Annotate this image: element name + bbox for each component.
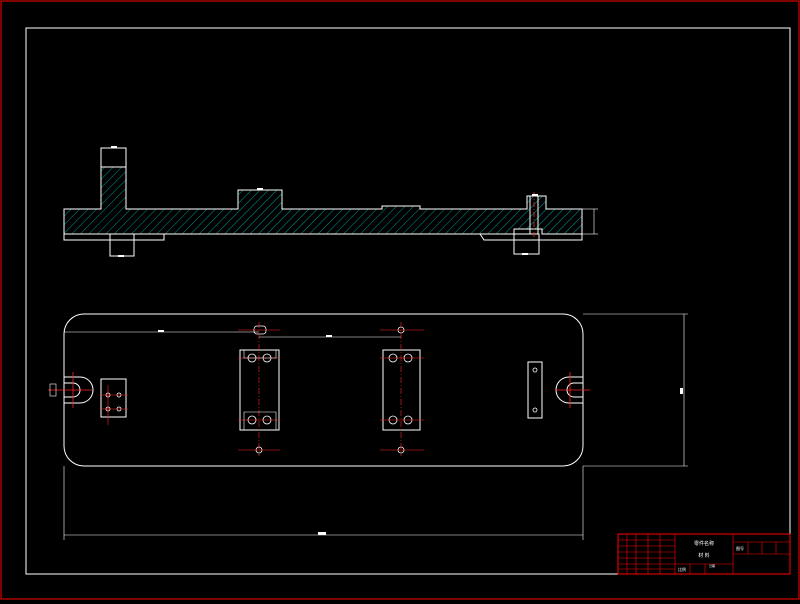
fixture-block-1-step bbox=[243, 350, 277, 359]
section-dim-label-1 bbox=[111, 146, 117, 148]
plan-view bbox=[48, 313, 688, 540]
section-body bbox=[63, 166, 583, 235]
right-guide-strip bbox=[527, 361, 543, 419]
fixture-block-2 bbox=[382, 349, 421, 431]
dim-overall-height-label bbox=[680, 388, 683, 394]
title-block: 零件名称 材 料 图号 比例 日期 | bbox=[617, 533, 791, 575]
plate-outline bbox=[63, 313, 584, 467]
right-bottom-boss bbox=[513, 233, 540, 255]
left-boss-top bbox=[100, 147, 127, 168]
dim-block-spacing-label bbox=[326, 335, 332, 337]
section-dim-label-4 bbox=[118, 255, 124, 257]
title-part-name: 零件名称 bbox=[694, 540, 714, 547]
right-bottom-step bbox=[479, 233, 583, 241]
left-bottom-boss bbox=[109, 233, 135, 257]
title-code-label: 图号 bbox=[736, 545, 744, 551]
left-bottom-step bbox=[63, 234, 165, 241]
section-dim-label-5 bbox=[522, 253, 528, 255]
section-view bbox=[63, 147, 598, 257]
title-material: 材 料 bbox=[698, 552, 710, 559]
right-guide-hole-1 bbox=[532, 367, 538, 373]
left-slot-dim-box bbox=[49, 383, 57, 397]
fixture-block-1-step-bottom bbox=[243, 411, 277, 430]
fixture-block-1 bbox=[239, 349, 280, 431]
section-dim-label-2 bbox=[257, 188, 263, 190]
title-date-label: 日期 bbox=[709, 563, 715, 568]
left-locator-block bbox=[100, 378, 127, 418]
inner-border bbox=[25, 27, 791, 575]
title-scale-label: 比例 bbox=[678, 566, 686, 572]
dim-overall-width-label bbox=[318, 532, 326, 535]
dim-left-to-block-label bbox=[158, 330, 164, 332]
left-slot bbox=[64, 376, 94, 404]
right-guide-hole-2 bbox=[532, 407, 538, 413]
section-dim-label-3 bbox=[532, 194, 538, 196]
tb-tiny-text: | bbox=[622, 536, 623, 540]
